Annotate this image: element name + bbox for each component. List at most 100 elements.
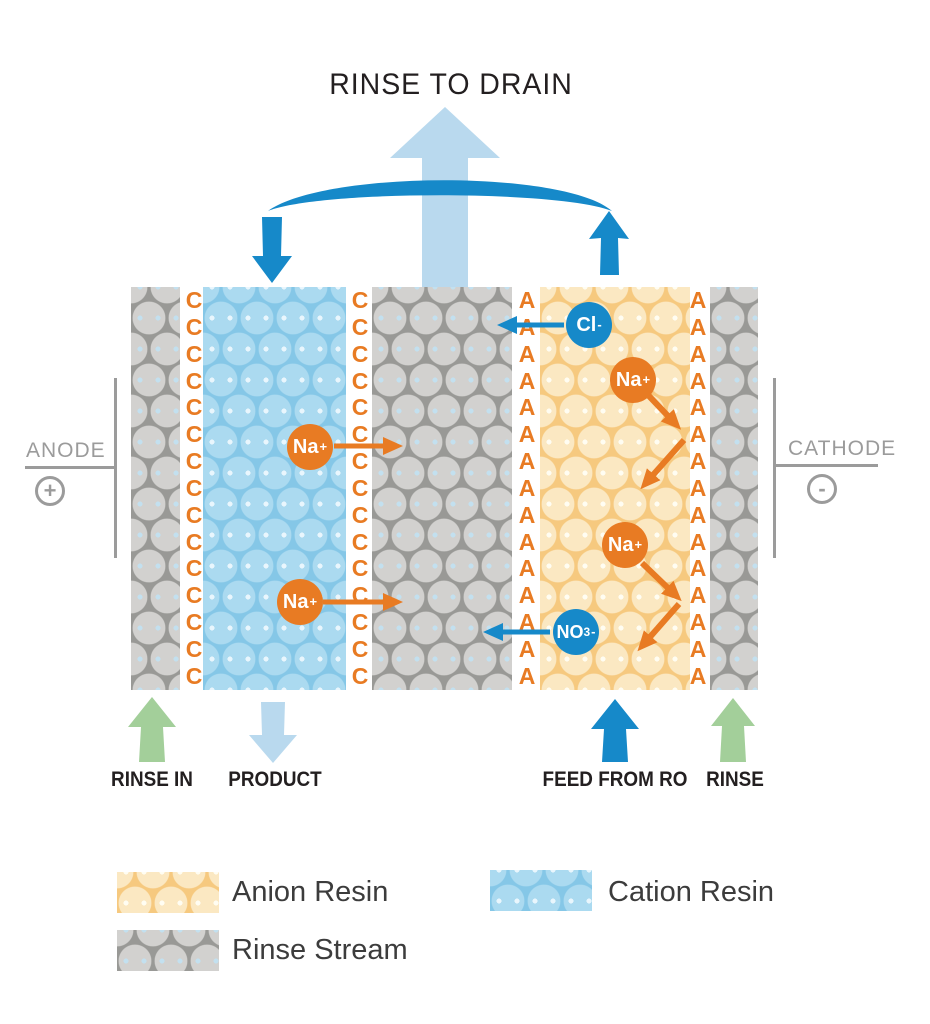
rinse-label: RINSE [706, 768, 764, 791]
membrane-letter: A [689, 287, 707, 313]
membrane-letter: A [689, 609, 707, 636]
diagram-title: RINSE TO DRAIN [329, 68, 573, 101]
membrane-letter: A [518, 609, 536, 636]
membrane-letter: A [689, 421, 707, 448]
membrane-letter: A [518, 662, 536, 689]
feed-from-ro-label: FEED FROM RO [542, 768, 688, 791]
membrane-letter: C [351, 394, 369, 421]
membrane-letter: C [185, 474, 203, 501]
anode-horizontal-line [25, 466, 115, 469]
rinse-in-arrow [128, 697, 176, 762]
membrane-letter: C [351, 367, 369, 394]
product-label: PRODUCT [228, 768, 322, 791]
membrane-letter: A [518, 582, 536, 609]
membrane-letter: C [351, 421, 369, 448]
membrane-letter: A [689, 582, 707, 609]
membrane-letter: A [689, 662, 707, 689]
na-ion-2: Na+ [277, 579, 323, 625]
membrane-letter: C [185, 448, 203, 475]
anode-vertical-line [114, 378, 117, 558]
membrane-letter: A [689, 474, 707, 501]
legend-label-cation-resin: Cation Resin [608, 876, 775, 908]
membrane-letter: C [185, 287, 203, 313]
membrane-letter: C [351, 635, 369, 662]
na-ion-4: Na+ [602, 522, 648, 568]
membrane-letter: A [518, 421, 536, 448]
product-arrow [249, 702, 297, 763]
anode-label: ANODE [26, 439, 106, 462]
membrane-letter: C [185, 662, 203, 689]
cathode-horizontal-line [773, 464, 878, 467]
membrane-letter: A [689, 340, 707, 367]
membrane-letter: A [689, 555, 707, 582]
na-zigzag-2b [637, 602, 682, 652]
membrane-letter: A [689, 394, 707, 421]
membrane-letter: A [518, 287, 536, 313]
membrane-letter: C [185, 421, 203, 448]
membrane-letter: C [351, 555, 369, 582]
membrane-letter: A [689, 367, 707, 394]
rinse-stream-column-left [131, 287, 180, 690]
rinse-arrow [711, 698, 755, 762]
cl-ion: Cl- [566, 302, 612, 348]
legend-label-rinse-stream: Rinse Stream [232, 934, 408, 966]
na-zigzag-1b [640, 438, 687, 490]
membrane-letter: C [351, 448, 369, 475]
membrane-letter: C [185, 367, 203, 394]
na-ion-1: Na+ [287, 424, 333, 470]
membrane-letter: C [185, 394, 203, 421]
membrane-letter: C [185, 582, 203, 609]
membrane-letter: C [351, 287, 369, 313]
cathode-vertical-line [773, 378, 776, 558]
cathode-label: CATHODE [788, 437, 897, 460]
membrane-letter: A [689, 501, 707, 528]
membrane-letter: A [518, 367, 536, 394]
rinse-stream-column-right [710, 287, 758, 690]
legend-swatch-anion-resin [117, 872, 219, 913]
membrane-letter: C [351, 662, 369, 689]
membrane-letter: A [689, 313, 707, 340]
na-zigzag-1a [646, 393, 682, 430]
membrane-letter: C [185, 340, 203, 367]
na-ion-3: Na+ [610, 357, 656, 403]
membrane-letter: C [351, 313, 369, 340]
na-zigzag-2a [639, 560, 682, 602]
membrane-letter: A [689, 635, 707, 662]
cation-resin-column [203, 287, 346, 690]
membrane-letter: A [689, 528, 707, 555]
cathode-minus-icon: - [807, 474, 837, 504]
membrane-letter: A [518, 340, 536, 367]
recirculation-down-arrow [252, 217, 292, 283]
rinse-in-label: RINSE IN [111, 768, 193, 791]
membrane-letter: A [518, 501, 536, 528]
legend-swatch-cation-resin [490, 870, 592, 911]
membrane-letter: C [351, 340, 369, 367]
membrane-letter: C [185, 555, 203, 582]
membrane-letter: C [351, 528, 369, 555]
membrane-letter: C [185, 635, 203, 662]
membrane-letter: C [185, 528, 203, 555]
recirculation-up-arrow [589, 211, 629, 275]
membrane-letter: A [518, 448, 536, 475]
membrane-letter: C [351, 501, 369, 528]
membrane-letter: A [518, 474, 536, 501]
membrane-letter: A [518, 635, 536, 662]
membrane-letter: A [518, 394, 536, 421]
membrane-letter: C [351, 609, 369, 636]
legend-label-anion-resin: Anion Resin [232, 876, 389, 908]
rinse-to-drain-arrow [390, 107, 500, 291]
membrane-letter: A [689, 448, 707, 475]
membrane-letter: C [185, 609, 203, 636]
rinse-stream-column-middle [372, 287, 512, 690]
membrane-letter: C [185, 501, 203, 528]
membrane-letter: A [518, 528, 536, 555]
recirculation-curve [268, 180, 612, 211]
feed-from-ro-arrow [591, 699, 639, 762]
